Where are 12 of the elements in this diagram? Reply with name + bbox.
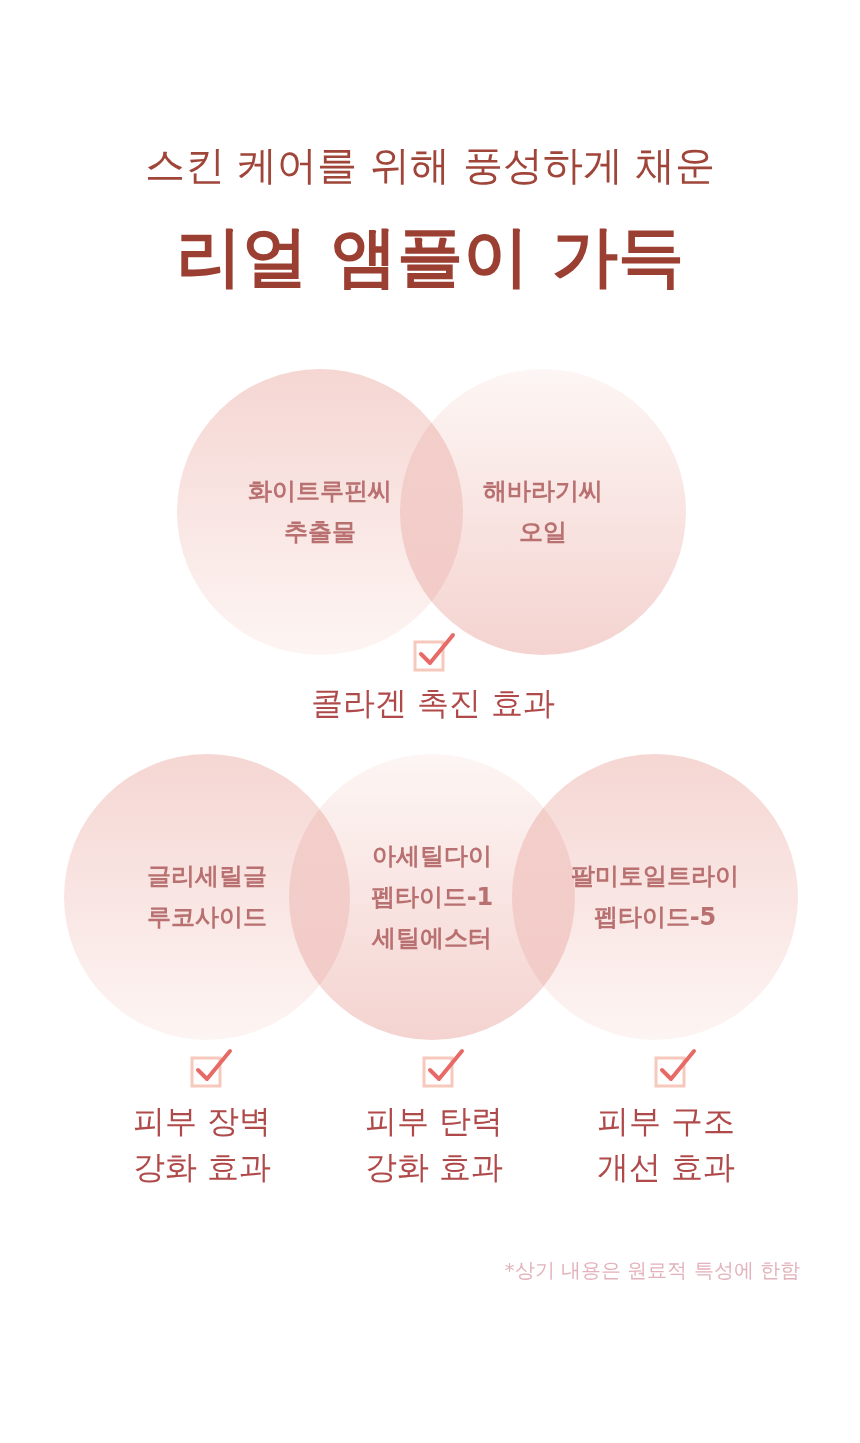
ingredient-name: 아세틸다이 펩타이드-1 세틸에스터 (369, 840, 495, 954)
ingredient-name: 팔미토일트라이 펩타이드-5 (570, 861, 740, 933)
title-text: 리얼 앰플이 가득 (175, 216, 685, 297)
footnote-text: *상기 내용은 원료적 특성에 한함 (503, 1257, 800, 1284)
ingredient-name: 글리세릴글 루코사이드 (146, 861, 268, 933)
ingredient-name: 화이트루핀씨 추출물 (247, 476, 393, 548)
effect-text: 피부 구조 개선 효과 (595, 1101, 737, 1188)
ingredient-name: 해바라기씨 오일 (482, 476, 604, 548)
effect-text: 피부 탄력 강화 효과 (363, 1101, 505, 1188)
subtitle-text: 스킨 케어를 위해 풍성하게 채운 (143, 141, 717, 190)
effect-text: 콜라겐 촉진 효과 (309, 683, 557, 724)
effect-text: 피부 장벽 강화 효과 (131, 1101, 273, 1188)
